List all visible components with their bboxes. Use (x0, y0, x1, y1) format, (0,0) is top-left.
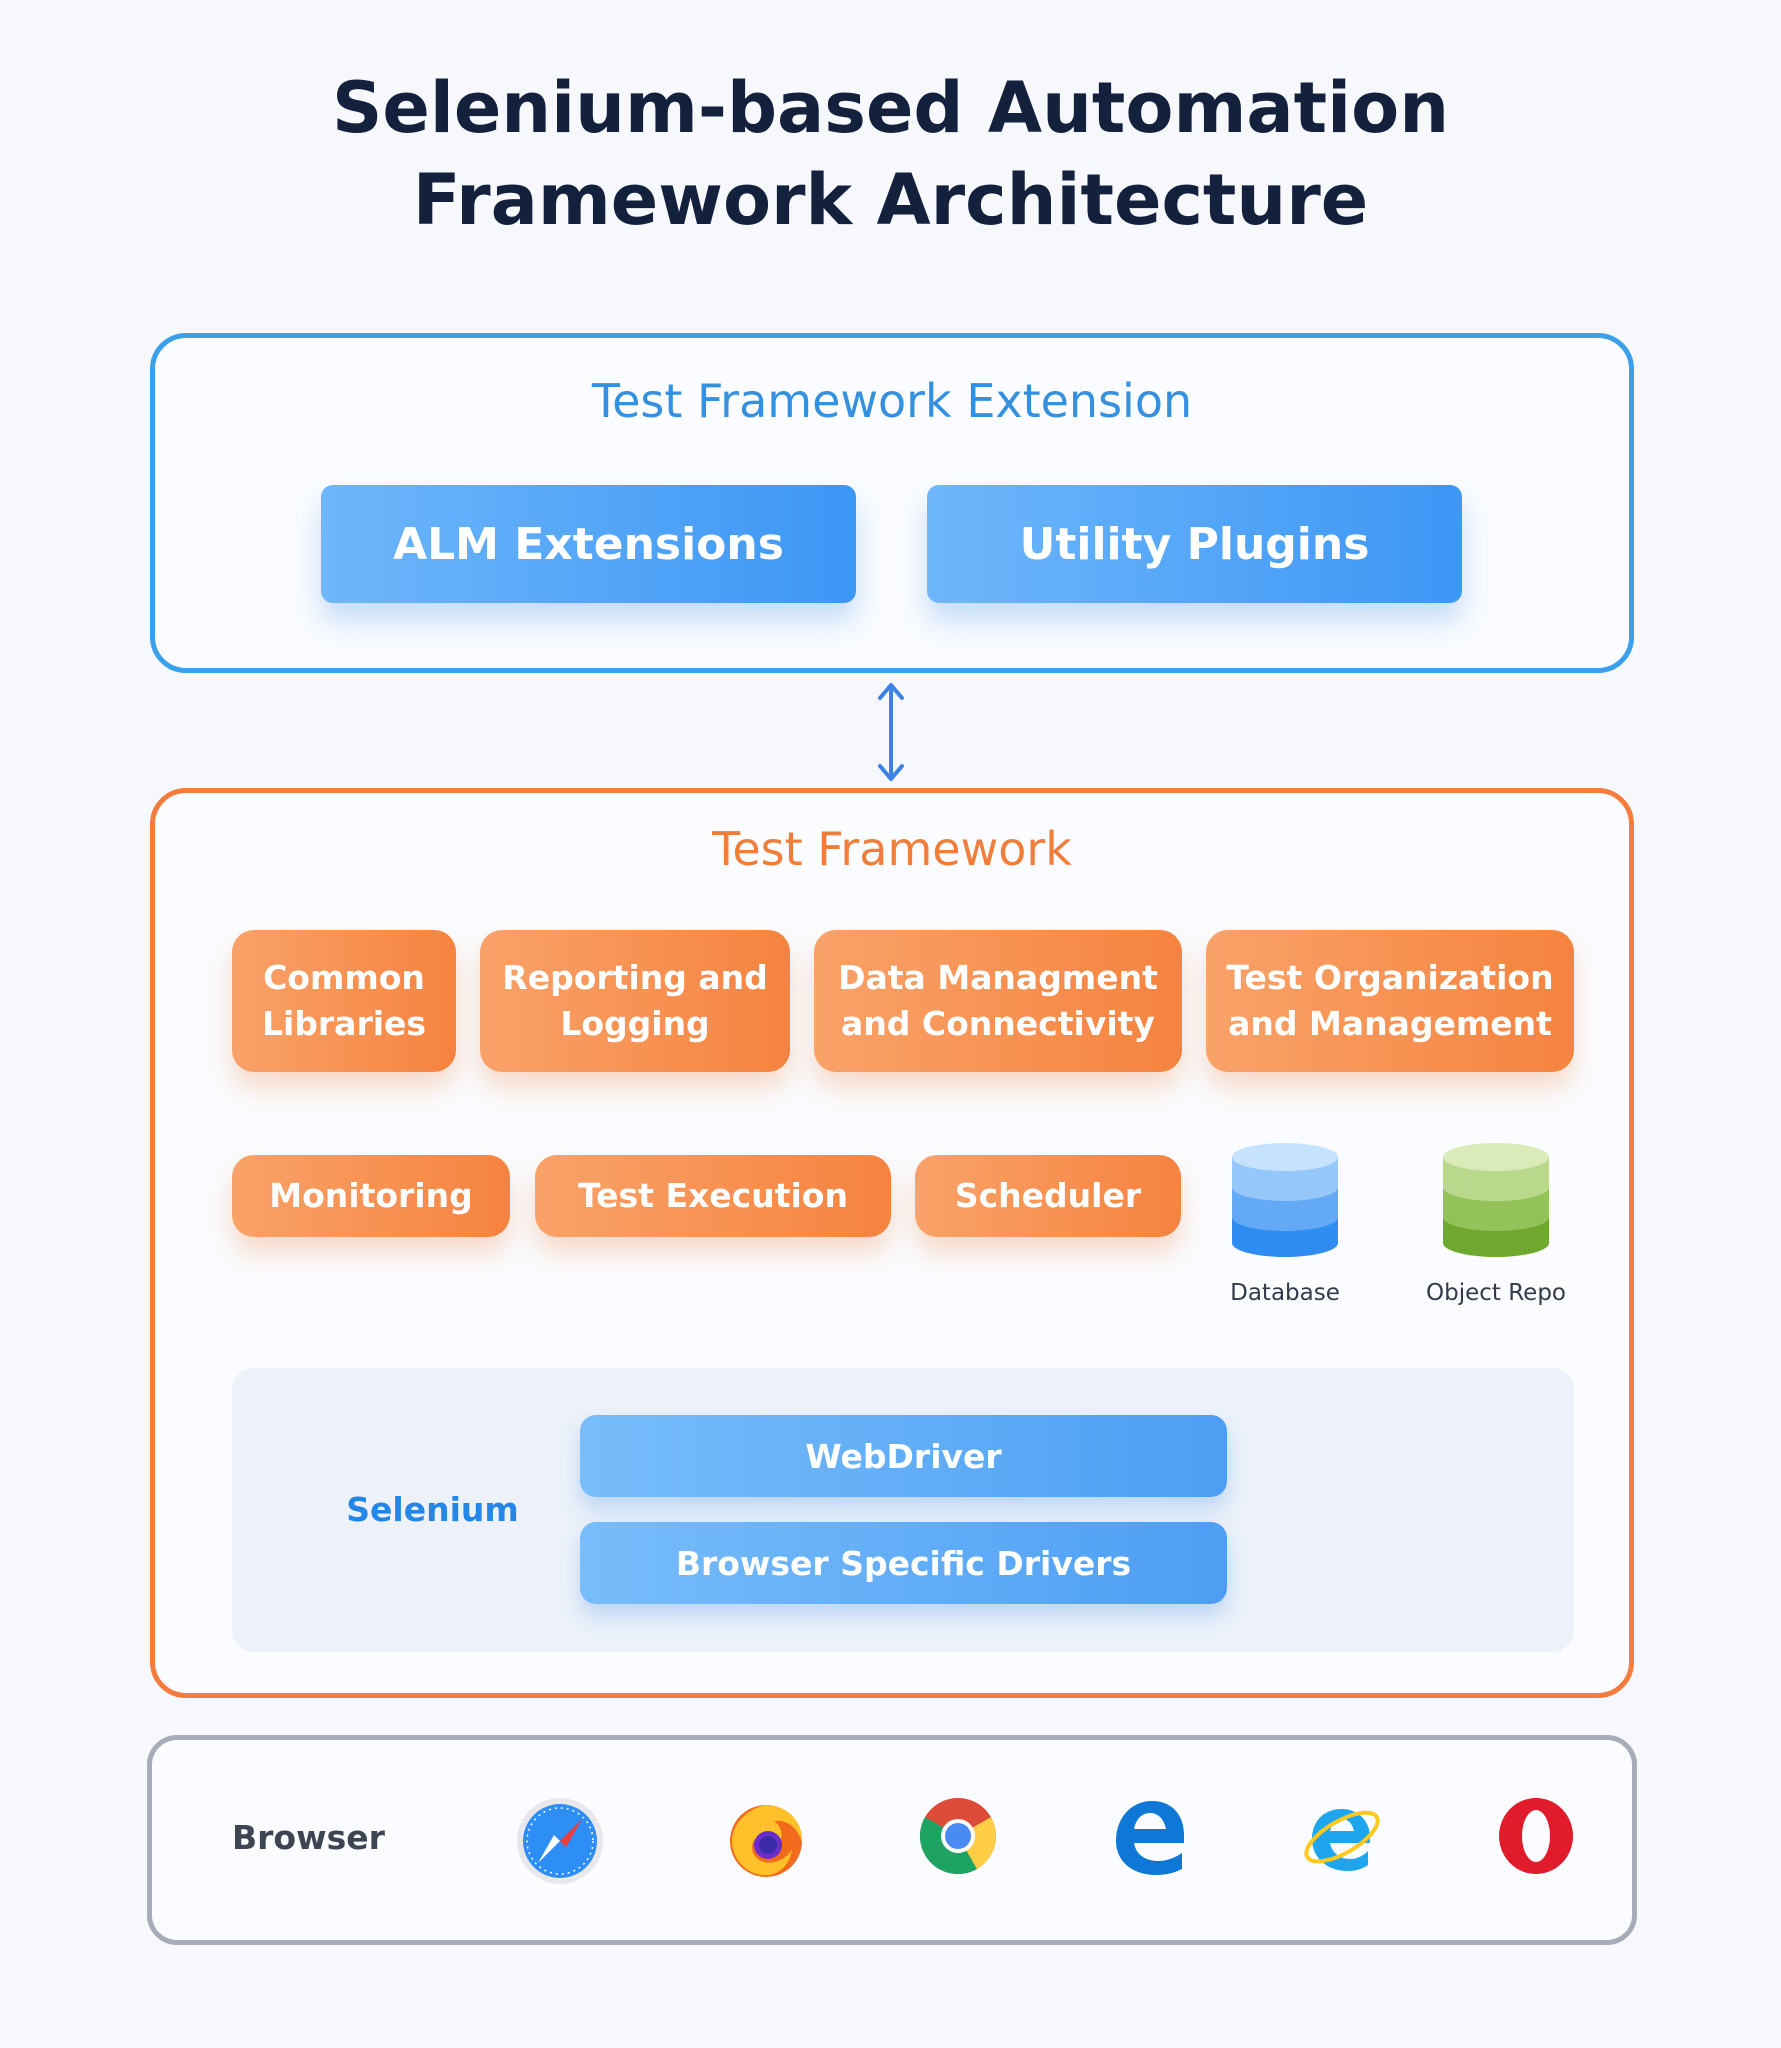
database-label: Database (1230, 1280, 1340, 1306)
chrome-icon (919, 1798, 997, 1875)
object-repo-label: Object Repo (1426, 1280, 1566, 1306)
framework-panel-title: Test Framework (712, 822, 1072, 876)
internet-explorer-icon (1304, 1809, 1380, 1871)
firefox-icon (730, 1805, 803, 1877)
diagram-title: Selenium-based Automation Framework Arch… (0, 62, 1781, 246)
webdriver-box: WebDriver (580, 1415, 1227, 1497)
safari-icon (517, 1798, 603, 1884)
browser-label: Browser (232, 1818, 385, 1857)
bidirectional-arrow (878, 683, 904, 781)
test-framework-extension-panel: Test Framework Extension ALM Extensions … (150, 333, 1634, 673)
test-organization-line-2: and Management (1228, 1004, 1552, 1043)
selenium-label: Selenium (346, 1490, 519, 1529)
test-execution-box: Test Execution (535, 1155, 891, 1237)
extension-panel-title: Test Framework Extension (591, 374, 1193, 428)
data-management-line-1: Data Managment (838, 958, 1158, 997)
browser-specific-drivers-box: Browser Specific Drivers (580, 1522, 1227, 1604)
utility-plugins-box: Utility Plugins (927, 485, 1462, 603)
object-repo-icon (1443, 1143, 1549, 1257)
scheduler-box: Scheduler (915, 1155, 1181, 1237)
test-organization-line-1: Test Organization (1226, 958, 1554, 997)
title-line-1: Selenium-based Automation (331, 67, 1450, 149)
common-libraries-line-1: Common (263, 958, 425, 997)
alm-extensions-box: ALM Extensions (321, 485, 856, 603)
edge-icon (1116, 1801, 1184, 1875)
data-management-box: Data Managment and Connectivity (814, 930, 1182, 1072)
database-icon (1232, 1143, 1338, 1257)
browser-panel (147, 1735, 1637, 1945)
test-organization-box: Test Organization and Management (1206, 930, 1574, 1072)
data-management-line-2: and Connectivity (841, 1004, 1155, 1043)
common-libraries-line-2: Libraries (261, 1004, 427, 1043)
reporting-logging-line-1: Reporting and (502, 958, 768, 997)
title-line-2: Framework Architecture (412, 159, 1369, 241)
opera-icon (1499, 1798, 1573, 1874)
reporting-logging-line-2: Logging (560, 1004, 710, 1043)
monitoring-box: Monitoring (232, 1155, 510, 1237)
